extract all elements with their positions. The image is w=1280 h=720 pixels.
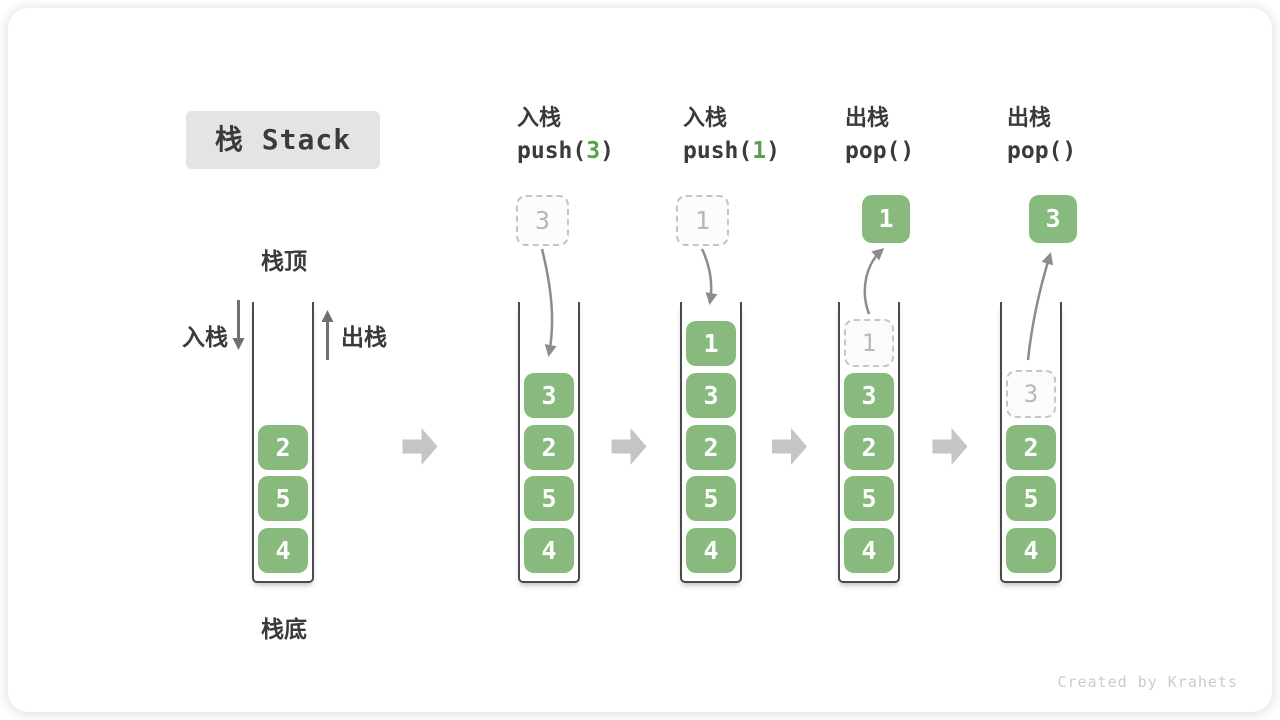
push-side-label: 入栈 [182,324,228,350]
code-arg: 1 [752,138,767,164]
stack-element: 5 [844,476,894,521]
code-text: push( [683,138,753,164]
stack-element: 2 [844,425,894,470]
stack-element: 3 [524,373,574,418]
pop-side-label: 出栈 [341,324,387,350]
operation-label-pop-1: 出栈 pop() [845,100,914,164]
code-text: ) [766,138,780,164]
stack-element: 1 [686,321,736,366]
operation-name: 出栈 [845,105,890,130]
stack-element: 4 [524,528,574,573]
stack-element: 4 [844,528,894,573]
operation-code: push(3) [517,138,614,164]
operation-name: 入栈 [517,105,562,130]
stack-top-label: 栈顶 [261,248,307,274]
code-text: pop( [1007,138,1063,164]
stack-bottom-label: 栈底 [261,616,307,642]
code-text: pop( [845,138,901,164]
stack-element: 4 [686,528,736,573]
stack-element: 5 [258,476,308,521]
stack-element: 2 [686,425,736,470]
stack-element: 4 [1006,528,1056,573]
incoming-value-box: 1 [676,195,729,246]
code-text: push( [517,138,587,164]
operation-code: pop() [845,138,914,164]
operation-name: 入栈 [683,105,728,130]
stack-element: 2 [1006,425,1056,470]
operation-label-push-1: 入栈 push(1) [683,100,780,164]
code-text: ) [600,138,614,164]
code-text: ) [1062,138,1077,164]
diagram-title: 栈 Stack [186,111,380,169]
operation-code: push(1) [683,138,780,164]
stack-element: 4 [258,528,308,573]
incoming-value-box: 3 [516,195,569,246]
operation-name: 出栈 [1007,105,1052,130]
stack-element: 2 [524,425,574,470]
watermark: Created by Krahets [1057,673,1238,691]
stack-element: 5 [524,476,574,521]
operation-label-pop-3: 出栈 pop() [1007,100,1076,164]
stack-element: 5 [686,476,736,521]
popped-ghost-slot: 1 [844,319,894,367]
stack-element: 5 [1006,476,1056,521]
operation-label-push-3: 入栈 push(3) [517,100,614,164]
stack-element: 2 [258,425,308,470]
popped-value-box: 3 [1029,195,1077,243]
stack-element: 3 [844,373,894,418]
popped-ghost-slot: 3 [1006,370,1056,418]
code-text: ) [900,138,915,164]
popped-value-box: 1 [862,195,910,243]
code-arg: 3 [586,138,601,164]
stack-element: 3 [686,373,736,418]
operation-code: pop() [1007,138,1076,164]
